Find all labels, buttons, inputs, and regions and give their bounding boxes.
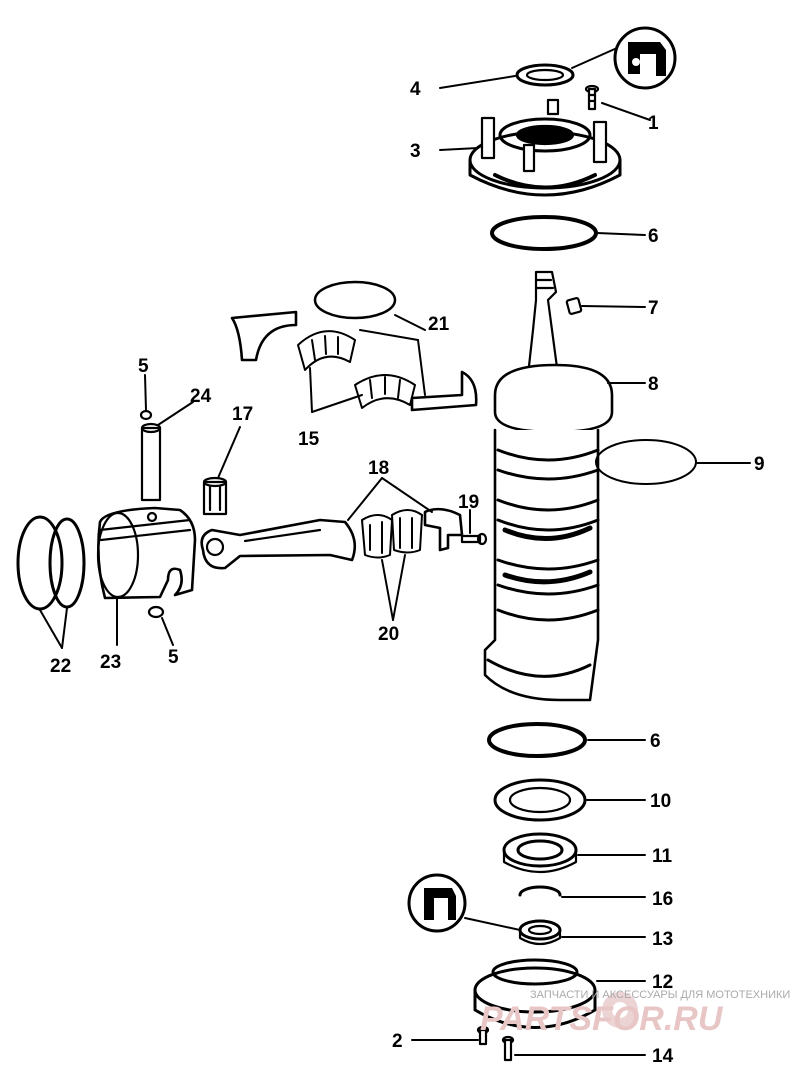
watermark: ЗАПЧАСТИ И АКСЕССУАРЫ ДЛЯ МОТОТЕХНИКИ PA… (480, 989, 790, 1038)
callout-19: 19 (458, 492, 479, 513)
part-14-bolt (501, 1035, 515, 1062)
part-11-bearing (502, 832, 578, 873)
part-7-key (565, 297, 583, 315)
callout-20: 20 (378, 624, 399, 645)
leader-lines (39, 47, 751, 1056)
part-21-ring (313, 280, 397, 320)
callout-13: 13 (652, 929, 673, 950)
part-12-lower-housing (473, 958, 597, 1029)
part-5-clip-upper (139, 409, 153, 421)
part-13-seal (518, 919, 562, 946)
part-22-piston-ring-2 (48, 517, 86, 609)
part-5-clip-lower (147, 605, 165, 619)
part-6-o-ring-upper (490, 215, 598, 251)
part-19-bolt (460, 532, 488, 546)
part-1-screw (584, 84, 600, 111)
part-20-bearing-cages (361, 509, 423, 559)
callout-15: 15 (298, 429, 320, 450)
part-17-needle-bearing (202, 476, 228, 516)
part-4-seal (515, 63, 575, 87)
part-8-crankshaft (483, 270, 614, 702)
seal-detail-inset-top (613, 26, 677, 90)
callout-9: 9 (754, 454, 765, 475)
callout-12: 12 (652, 972, 673, 993)
callout-6-lower: 6 (650, 731, 661, 752)
watermark-tagline: ЗАПЧАСТИ И АКСЕССУАРЫ ДЛЯ МОТОТЕХНИКИ (530, 989, 790, 1001)
callout-17: 17 (232, 404, 253, 425)
part-21-bearing-half-left (230, 310, 298, 362)
callout-22: 22 (50, 656, 71, 677)
callout-21: 21 (428, 314, 450, 335)
callout-14: 14 (652, 1046, 674, 1067)
part-9-ring (595, 439, 697, 485)
callout-5-lower: 5 (168, 647, 179, 668)
callout-24: 24 (190, 386, 212, 407)
callout-23: 23 (100, 652, 121, 673)
part-18-rod-cap (423, 507, 464, 552)
part-24-piston-pin (140, 422, 162, 502)
callout-4: 4 (410, 79, 421, 100)
part-2-screw (476, 1025, 490, 1046)
callout-labels: 1 2 3 4 5 5 6 6 7 8 9 10 11 12 13 14 15 … (50, 79, 765, 1067)
part-21-bearing-half-right (410, 370, 478, 412)
part-10-plate (493, 778, 587, 822)
callout-1: 1 (648, 113, 659, 134)
callout-5-upper: 5 (138, 356, 149, 377)
callout-6-upper: 6 (648, 226, 659, 247)
part-6-o-ring-lower (487, 722, 587, 758)
callout-11: 11 (652, 846, 673, 867)
part-16-retaining-ring (518, 885, 562, 897)
connecting-rod (200, 518, 357, 570)
part-23-piston (96, 506, 197, 600)
seal-detail-inset-bottom (407, 873, 467, 933)
callout-3: 3 (410, 141, 421, 162)
part-15-needle-cages (297, 330, 416, 409)
callout-8: 8 (648, 374, 659, 395)
callout-16: 16 (652, 889, 673, 910)
callout-18: 18 (368, 458, 389, 479)
callout-10: 10 (650, 791, 671, 812)
callout-2: 2 (392, 1031, 403, 1052)
watermark-gear-icon (602, 992, 638, 1028)
part-3-upper-housing (468, 98, 622, 197)
watermark-logo: PARTSFOR.RU (480, 1000, 724, 1038)
callout-7: 7 (648, 298, 659, 319)
